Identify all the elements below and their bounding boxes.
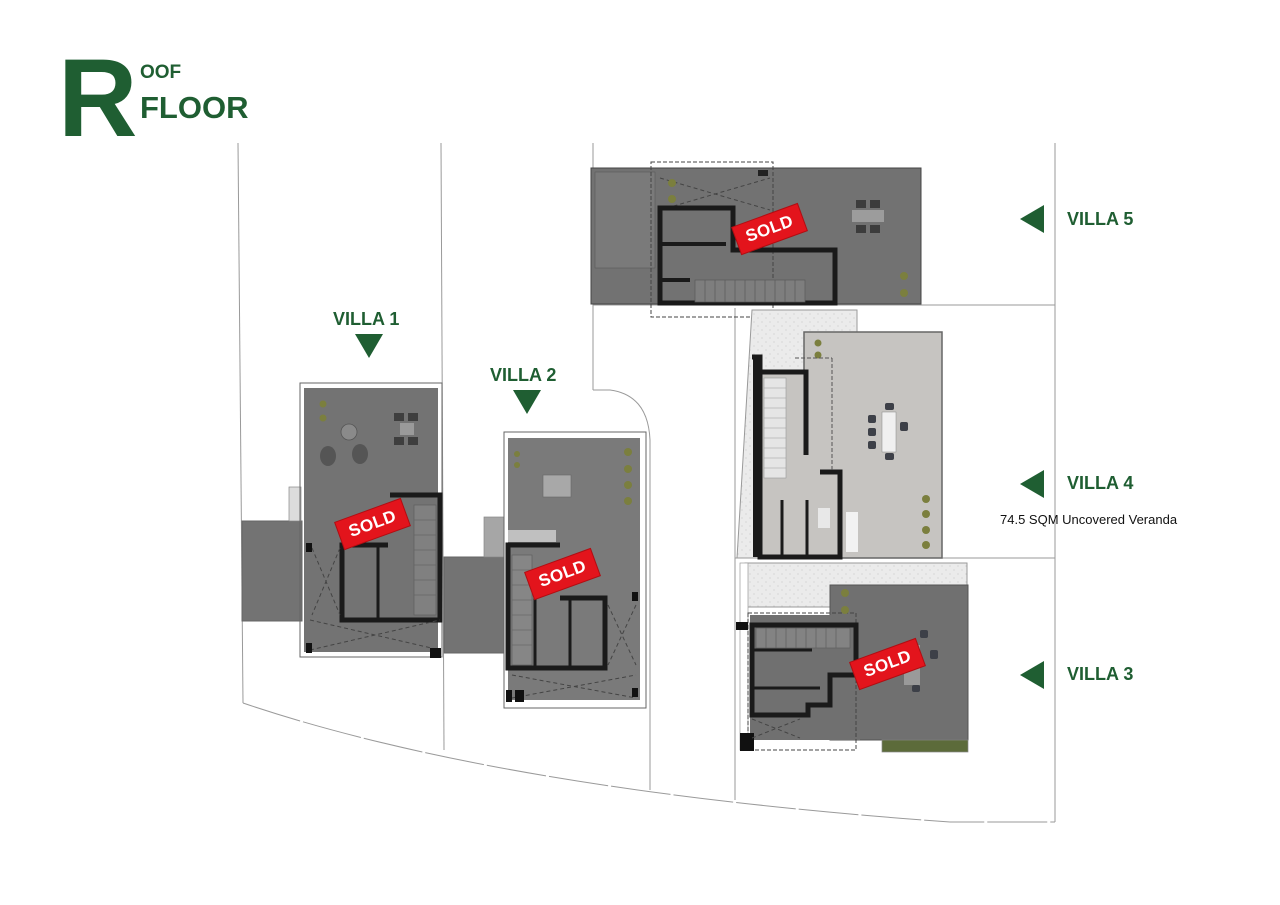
villa-4-label[interactable]: VILLA 4 xyxy=(1067,473,1134,493)
villa-2-arrow-down-icon xyxy=(513,390,541,414)
villa-4-roof-plan xyxy=(736,309,943,560)
villa-1-label[interactable]: VILLA 1 xyxy=(333,309,400,329)
villa-5-arrow-left-icon xyxy=(1020,205,1044,233)
villa-2-roof-plan xyxy=(443,431,647,709)
villa-3-arrow-left-icon xyxy=(1020,661,1044,689)
villa-3-roof-plan xyxy=(736,562,969,753)
villa-1-arrow-down-icon xyxy=(355,334,383,358)
villa-4-veranda-note: 74.5 SQM Uncovered Veranda xyxy=(1000,512,1178,527)
villa-1-roof-plan xyxy=(241,382,443,658)
villa-4-arrow-left-icon xyxy=(1020,470,1044,498)
villa-2-label[interactable]: VILLA 2 xyxy=(490,365,557,385)
title-line-1: OOF xyxy=(140,62,182,83)
title-line-2: FLOOR xyxy=(140,90,249,125)
villa-3-label[interactable]: VILLA 3 xyxy=(1067,664,1134,684)
title-initial: R xyxy=(58,37,137,160)
villa-5-label[interactable]: VILLA 5 xyxy=(1067,209,1134,229)
